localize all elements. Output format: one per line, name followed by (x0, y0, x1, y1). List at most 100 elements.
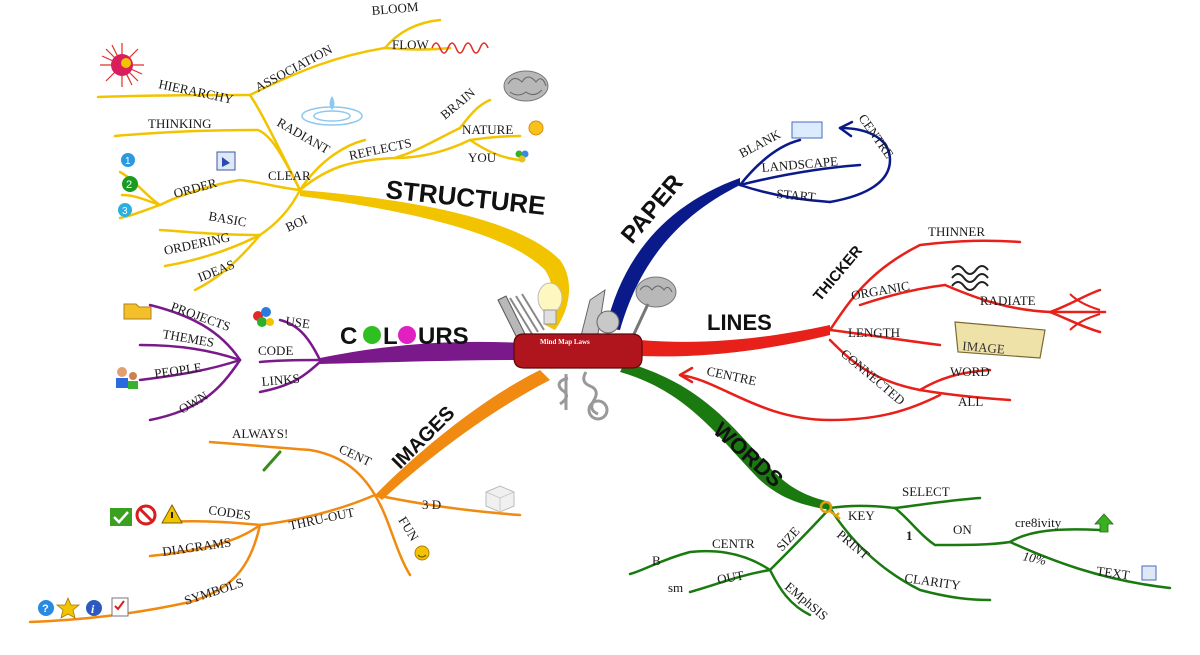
warning-icon (161, 503, 183, 524)
words-title: WORDS (709, 417, 788, 492)
label-radiate: RADIATE (980, 293, 1036, 308)
lines-title: LINES (707, 310, 772, 335)
arrow-box-icon (216, 151, 236, 171)
label-length: LENGTH (848, 325, 900, 340)
label-order: ORDER (172, 175, 219, 201)
label-boi: BOI (283, 212, 310, 235)
words-sub-branches (628, 496, 1172, 617)
label-own: OWN (176, 388, 211, 417)
center-title: Mind Map Laws (540, 338, 590, 346)
image-scroll-label: IMAGE (962, 338, 1006, 357)
center-image: Mind Map Laws (497, 276, 677, 421)
label-landscape: LANDSCAPE (761, 153, 839, 175)
ring-icon (587, 399, 609, 421)
magenta-ball-icon (398, 326, 416, 344)
label-ten-percent: 10% (1021, 548, 1048, 568)
label-thinner: THINNER (928, 224, 985, 239)
wavy-lines-icon (951, 265, 989, 291)
label-clear: CLEAR (268, 168, 311, 183)
label-codes: CODES (208, 502, 252, 523)
colours-title-part-c: C (340, 323, 357, 350)
svg-text:i: i (91, 602, 95, 616)
label-text: TEXT (1096, 563, 1131, 582)
label-basic: BASIC (207, 208, 247, 229)
label-you: YOU (468, 150, 497, 165)
sun-small-icon (528, 120, 544, 136)
label-clarity: CLARITY (904, 570, 962, 593)
label-always: ALWAYS! (232, 426, 288, 441)
bolt-icon (596, 310, 620, 334)
label-thru-out: THRU-OUT (288, 504, 356, 532)
help-icon: ? (38, 600, 54, 616)
label-all: ALL (958, 394, 983, 409)
key-icon (819, 500, 841, 520)
label-paper-centre: CENTRE (856, 111, 897, 161)
lines-main-branch (640, 325, 830, 357)
badge-2-label: 2 (126, 179, 132, 191)
sun-icon (100, 43, 144, 87)
svg-text:?: ? (42, 603, 49, 615)
lightbulb-icon (537, 282, 563, 325)
folder-icon (123, 303, 152, 320)
label-links: LINKS (261, 371, 300, 389)
info-icon: i (86, 600, 102, 616)
label-bloom: BLOOM (371, 0, 420, 18)
label-blank: BLANK (736, 126, 783, 161)
label-symbols: SYMBOLS (182, 575, 245, 608)
colours-main-branch (320, 341, 525, 364)
label-association: ASSOCIATION (252, 41, 335, 95)
label-cre8ivity: cre8ivity (1015, 515, 1062, 530)
label-size: SIZE (773, 524, 803, 554)
corkscrew-icon (582, 371, 599, 416)
brush-icon (262, 450, 282, 472)
blank-page-icon (791, 121, 823, 139)
structure-sub-branches (96, 18, 522, 292)
label-3d: 3 D (422, 497, 441, 512)
colours-title-part-l: L (383, 323, 398, 350)
colours-title-part-urs: URS (418, 323, 469, 350)
label-b: B (652, 553, 661, 568)
colours-sub-branches (138, 303, 322, 422)
check-icon (110, 508, 132, 526)
people-icon (116, 367, 138, 389)
label-nature: NATURE (462, 122, 513, 137)
label-ideas: IDEAS (196, 257, 237, 285)
brain-icon (503, 70, 549, 102)
label-centr: CENTR (712, 536, 755, 551)
wave-icon (431, 42, 489, 54)
dollar-sign-icon (557, 374, 569, 410)
main-branches (300, 178, 830, 510)
paper-sub-branches (738, 120, 892, 204)
label-thinking: THINKING (148, 116, 212, 131)
label-key: KEY (848, 508, 875, 523)
fork-tool-icon (509, 293, 545, 335)
label-sm: sm (668, 580, 683, 595)
brain-icon (632, 276, 677, 335)
no-sign-icon (135, 504, 157, 526)
label-fun: FUN (395, 514, 422, 545)
lines-sub-branches (678, 239, 1107, 422)
cube-icon (485, 485, 515, 513)
recycle-icon (515, 150, 529, 163)
label-cent: CENT (337, 441, 374, 469)
images-main-branch (375, 370, 550, 500)
label-hierarchy: HIERARCHY (157, 76, 235, 107)
label-one: 1 (906, 528, 913, 543)
label-flow: FLOW (392, 37, 430, 52)
badge-1-label: 1 (125, 156, 131, 167)
water-drop-icon (301, 96, 363, 126)
label-diagrams: DIAGRAMS (161, 534, 232, 559)
paper-main-branch (606, 178, 740, 330)
words-main-branch (620, 362, 830, 510)
label-on: ON (953, 522, 972, 537)
knife-handle (513, 333, 643, 369)
star-icon (55, 596, 81, 619)
image-scroll-icon: IMAGE (954, 321, 1046, 359)
images-sub-branches (28, 440, 522, 624)
label-start: START (776, 186, 817, 204)
green-ball-icon (363, 326, 381, 344)
smiley-icon (414, 545, 430, 561)
label-select: SELECT (902, 484, 950, 499)
color-cluster-icon (253, 307, 274, 327)
